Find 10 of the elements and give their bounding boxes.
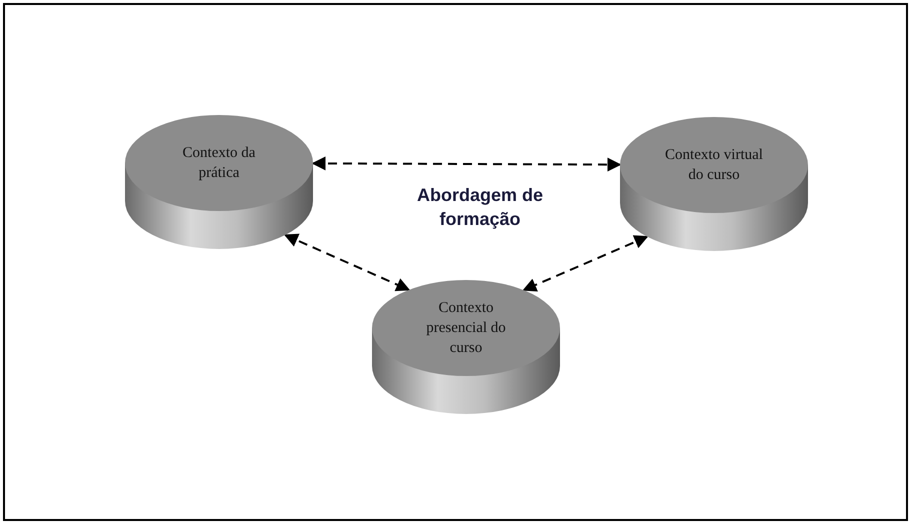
node-label: Contexto presencial do curso [425,299,507,358]
center-label: Abordagem de formação [416,184,544,231]
node-label: Contexto da prática [182,144,256,183]
cylinder-node [125,115,313,249]
cylinder-node [372,280,560,414]
arrow [522,235,648,292]
cylinder-node [620,117,808,251]
arrow [284,234,410,292]
node-label: Contexto virtual do curso [664,146,764,185]
arrow [312,156,622,172]
